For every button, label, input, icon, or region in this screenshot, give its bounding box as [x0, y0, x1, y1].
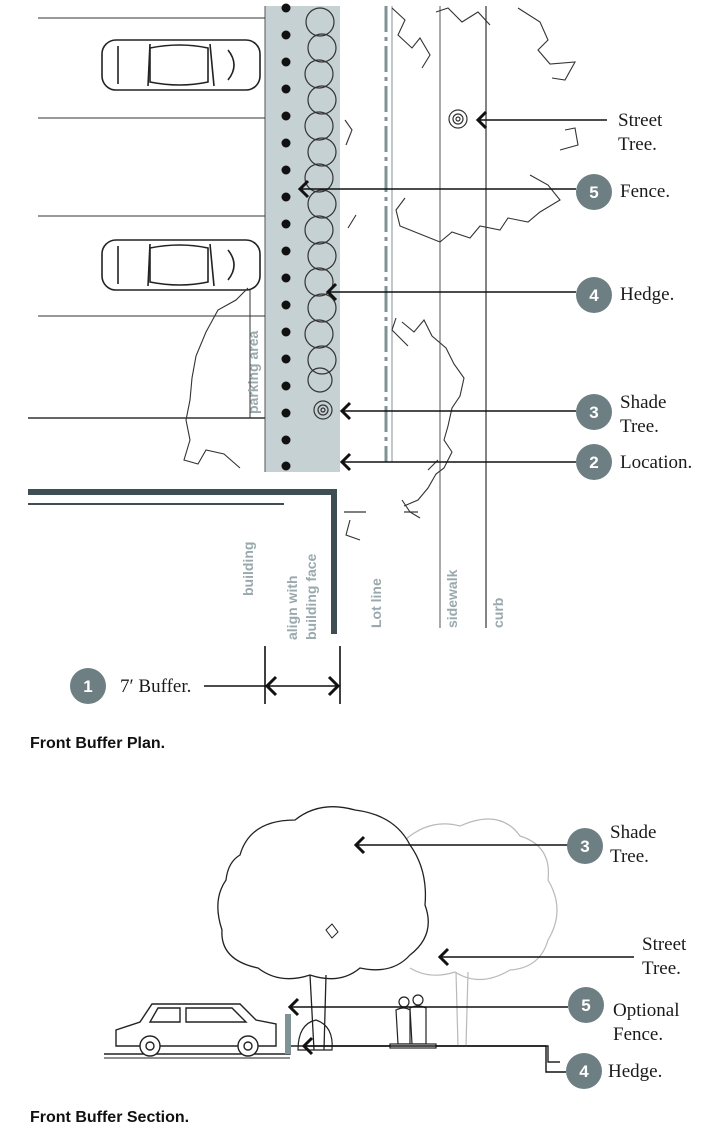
shade-tree-callout-number: 3: [589, 403, 598, 422]
section-shade-tree-line2: Tree.: [610, 846, 649, 867]
hedge-callout: 4 Hedge.: [576, 277, 674, 313]
optional-fence-post: [285, 1014, 291, 1054]
hedge-callout-number: 4: [589, 286, 599, 305]
car-elevation-icon: [115, 1003, 277, 1057]
fence-posts: [281, 3, 291, 471]
shade-tree-callout-line2: Tree.: [620, 416, 659, 437]
location-callout-number: 2: [589, 453, 598, 472]
align-label-line1: align with: [284, 575, 300, 640]
section-street-tree-line2: Tree.: [642, 958, 681, 979]
parked-car-icon: [101, 239, 261, 291]
building-label: building: [240, 542, 256, 596]
lot-line-label: Lot line: [368, 578, 384, 628]
section-hedge-text: Hedge.: [608, 1061, 662, 1082]
plan-leaders: [297, 110, 607, 472]
buffer-callout-number: 1: [83, 677, 92, 696]
section-hedge-callout: 4 Hedge.: [566, 1053, 662, 1089]
curb-label: curb: [490, 598, 506, 628]
fence-callout-number: 5: [589, 183, 598, 202]
section-view: 3 Shade Tree. Street Tree. 5 Optional Fe…: [30, 806, 687, 1126]
street-tree-trunk-icon: [448, 109, 468, 129]
parking-area-label: parking area: [245, 331, 261, 414]
shade-tree-elevation: [217, 806, 429, 1051]
shade-tree-callout-line1: Shade: [620, 392, 666, 413]
parking-stall-lines: [38, 17, 265, 317]
section-caption: Front Buffer Section.: [30, 1109, 189, 1126]
fence-callout: 5 Fence.: [576, 174, 670, 210]
section-shade-tree-callout: 3 Shade Tree.: [567, 822, 656, 867]
location-callout-text: Location.: [620, 452, 692, 473]
section-shade-tree-line1: Shade: [610, 822, 656, 843]
section-street-tree-line1: Street: [642, 934, 687, 955]
sidewalk-label: sidewalk: [444, 569, 460, 628]
align-label-line2: building face: [303, 553, 319, 640]
shade-tree-canopy: [183, 287, 465, 541]
section-shade-tree-number: 3: [580, 837, 589, 856]
shade-tree-trunk-icon: [313, 400, 333, 420]
hedge-callout-text: Hedge.: [620, 284, 674, 305]
section-fence-number: 5: [581, 996, 590, 1015]
pedestrians-icon: [389, 994, 437, 1049]
street-tree-elevation: [404, 818, 558, 1047]
buffer-callout: 1 7′ Buffer.: [70, 668, 191, 704]
section-fence-line1: Optional: [613, 1000, 680, 1021]
hedge-elevation: [297, 1019, 333, 1051]
street-tree-callout-line2: Tree.: [618, 134, 657, 155]
plan-view: parking area building align with buildin…: [28, 3, 692, 752]
shade-tree-callout: 3 Shade Tree.: [576, 392, 666, 437]
section-leaders: [287, 835, 634, 1073]
section-fence-line2: Fence.: [613, 1024, 663, 1045]
section-fence-callout: 5 Optional Fence.: [568, 987, 680, 1045]
buffer-strip: [265, 6, 340, 472]
section-hedge-number: 4: [579, 1062, 589, 1081]
parked-car-icon: [101, 39, 261, 91]
plan-caption: Front Buffer Plan.: [30, 735, 165, 752]
location-callout: 2 Location.: [576, 444, 692, 480]
building-outline: [28, 489, 337, 634]
street-tree-canopy: [344, 7, 579, 243]
buffer-dimension: [204, 646, 341, 704]
hedge-shrubs: [304, 7, 337, 393]
buffer-callout-text: 7′ Buffer.: [120, 676, 191, 697]
street-tree-callout-line1: Street: [618, 110, 663, 131]
fence-callout-text: Fence.: [620, 181, 670, 202]
